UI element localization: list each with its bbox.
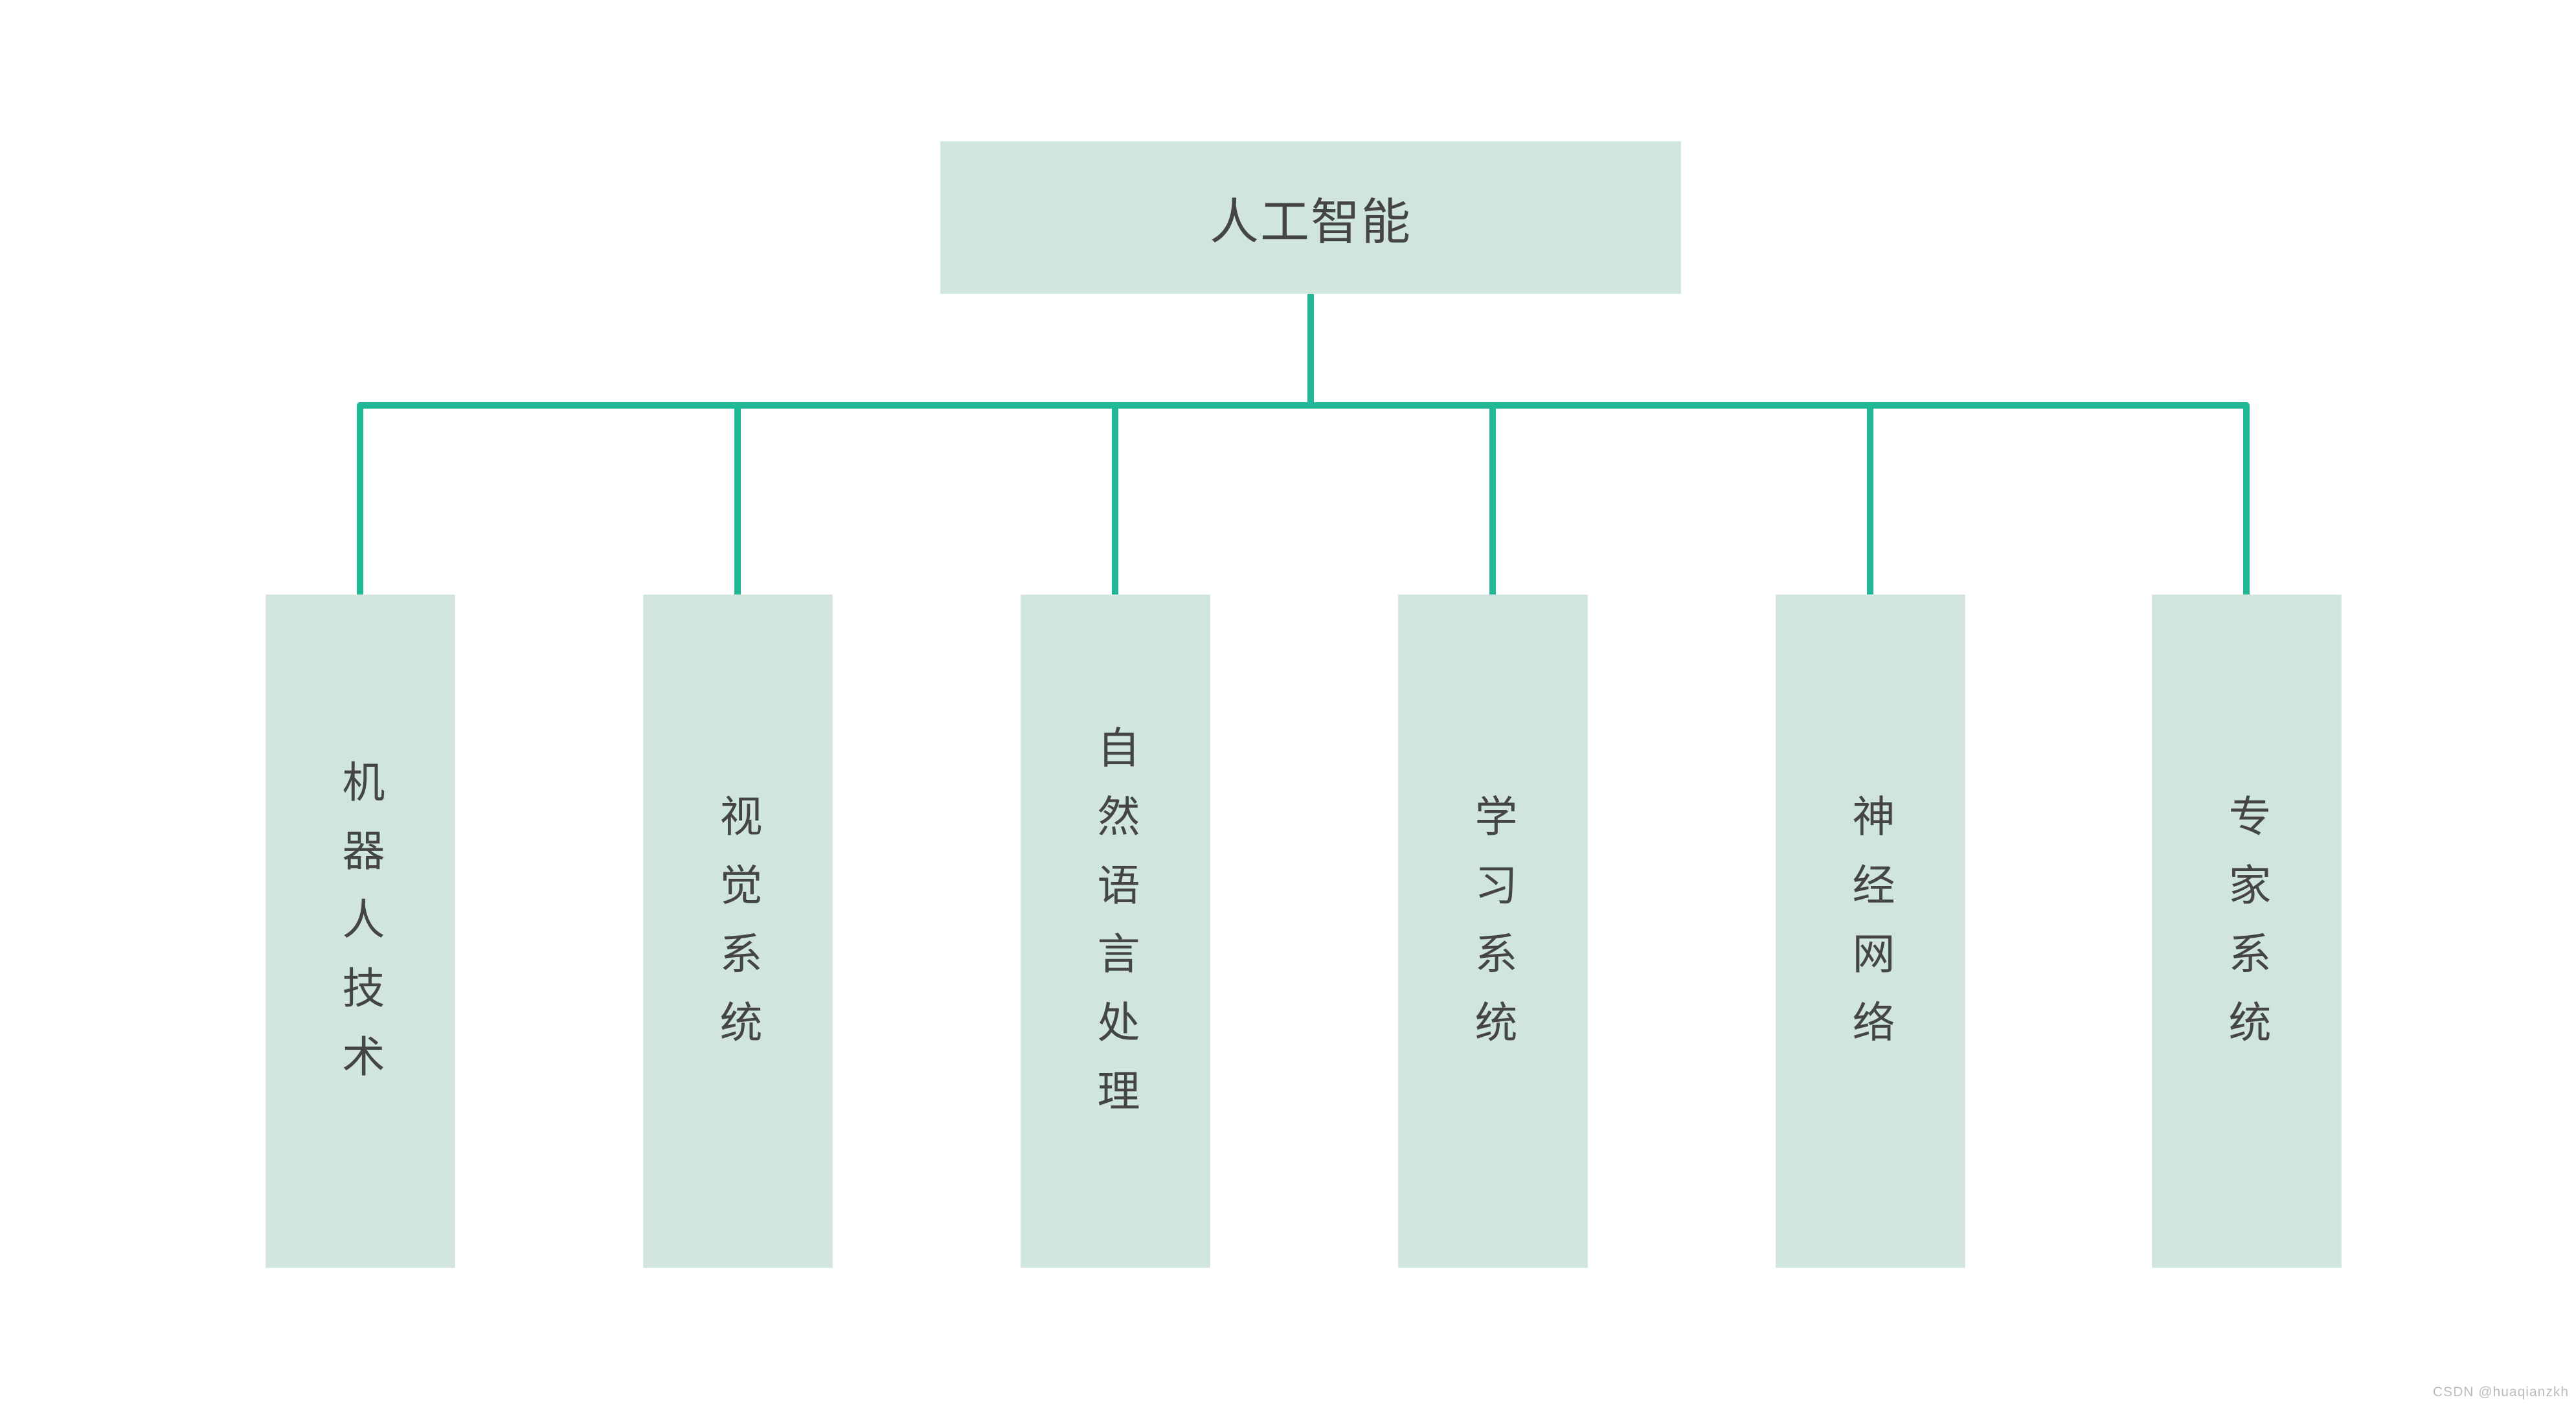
node-vision-system: 视觉系统 [643,594,833,1268]
node-neural-network: 神经网络 [1776,594,1965,1268]
node-learning-system: 学习系统 [1398,594,1588,1268]
watermark-text: CSDN @huaqianzkh [2432,1385,2569,1399]
node-expert-system: 专家系统 [2152,594,2342,1268]
node-label: 神经网络 [1846,794,1895,1069]
node-label: 自然语言处理 [1091,725,1140,1137]
node-robotics: 机器人技术 [266,594,455,1268]
node-label: 人工智能 [1210,195,1412,250]
node-natural-language-processing: 自然语言处理 [1021,594,1210,1268]
node-label: 专家系统 [2222,794,2271,1069]
node-label: 视觉系统 [714,794,762,1069]
node-label: 机器人技术 [336,760,385,1103]
connector-main-rail [357,402,2250,598]
node-label: 学习系统 [1469,794,1517,1069]
node-artificial-intelligence: 人工智能 [940,141,1681,294]
